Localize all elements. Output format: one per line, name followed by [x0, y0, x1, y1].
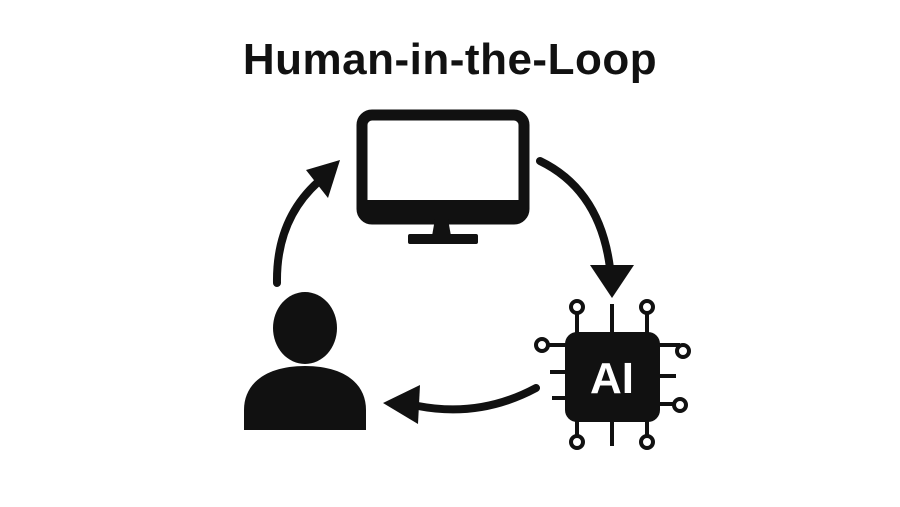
- arrow-computer-to-ai: [536, 157, 634, 298]
- monitor-icon: [356, 109, 530, 244]
- ai-chip-label: AI: [590, 354, 634, 403]
- arrow-ai-to-human: [383, 384, 540, 424]
- diagram-title: Human-in-the-Loop: [242, 35, 658, 84]
- ai-chip-icon: AI: [534, 299, 691, 450]
- person-icon: [244, 292, 366, 430]
- arrow-human-to-computer: [272, 160, 340, 287]
